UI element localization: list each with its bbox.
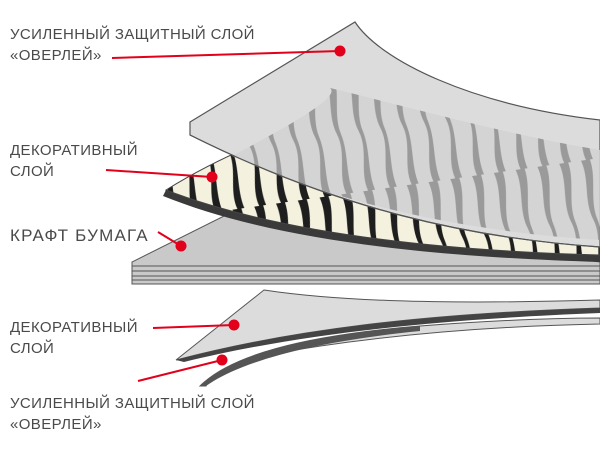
leader-overlay-top: [111, 50, 341, 59]
label-overlay-bottom-line1: УСИЛЕННЫЙ ЗАЩИТНЫЙ СЛОЙ: [10, 395, 255, 412]
leader-dots: [175, 45, 346, 366]
label-overlay-top-line1: УСИЛЕННЫЙ ЗАЩИТНЫЙ СЛОЙ: [10, 26, 255, 43]
label-decor-top: ДЕКОРАТИВНЫЙ СЛОЙ: [10, 140, 138, 182]
kraft-paper-layer: [131, 209, 600, 285]
label-decor-bottom-line1: ДЕКОРАТИВНЫЙ: [10, 319, 138, 336]
label-kraft: КРАФТ БУМАГА: [10, 225, 149, 246]
dot-overlay-bottom: [216, 354, 228, 366]
dot-overlay-top: [334, 45, 346, 57]
leader-overlay-bottom: [137, 359, 223, 382]
overlay-layer-top: [189, 21, 600, 248]
dot-decor-bottom: [228, 319, 240, 331]
label-decor-bottom-line2: СЛОЙ: [10, 340, 55, 357]
overlay-layer-bottom: [198, 317, 600, 387]
dot-kraft: [175, 240, 187, 252]
label-overlay-bottom-line2: «ОВЕРЛЕЙ»: [10, 416, 102, 433]
label-decor-bottom: ДЕКОРАТИВНЫЙ СЛОЙ: [10, 317, 138, 359]
leader-decor-bottom: [152, 324, 235, 329]
label-overlay-bottom: УСИЛЕННЫЙ ЗАЩИТНЫЙ СЛОЙ «ОВЕРЛЕЙ»: [10, 393, 255, 435]
leader-decor-top: [105, 169, 213, 178]
label-decor-top-line2: СЛОЙ: [10, 163, 55, 180]
label-overlay-top: УСИЛЕННЫЙ ЗАЩИТНЫЙ СЛОЙ «ОВЕРЛЕЙ»: [10, 24, 255, 66]
label-kraft-line1: КРАФТ БУМАГА: [10, 226, 149, 245]
decorative-layer-bottom: [175, 289, 600, 362]
leader-lines: [105, 50, 341, 382]
label-overlay-top-line2: «ОВЕРЛЕЙ»: [10, 47, 102, 64]
label-decor-top-line1: ДЕКОРАТИВНЫЙ: [10, 142, 138, 159]
dot-decor-top: [206, 171, 218, 183]
